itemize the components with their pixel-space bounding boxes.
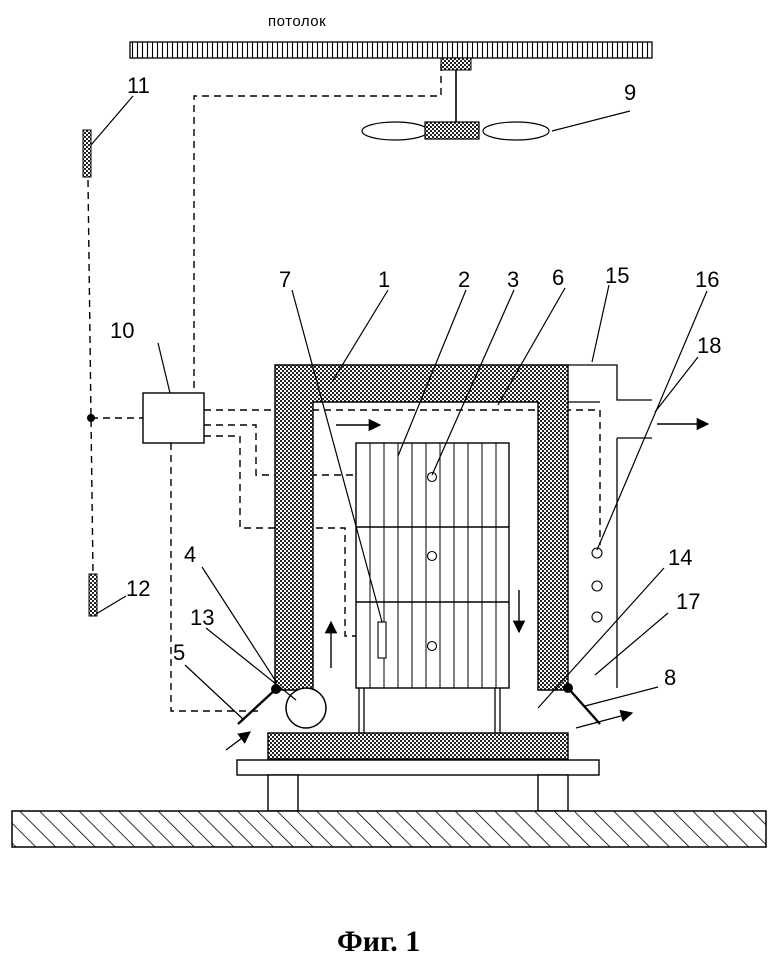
ceiling-fan: [362, 58, 549, 140]
stand-leg-left: [268, 775, 298, 811]
label-7: 7: [279, 267, 291, 292]
hive-base: [268, 733, 568, 759]
beehive: [356, 443, 509, 733]
stand-top: [237, 760, 599, 775]
junction-point: [87, 414, 95, 422]
label-14: 14: [668, 545, 692, 570]
label-8: 8: [664, 665, 676, 690]
floor: [12, 811, 766, 847]
ceiling-label: потолок: [268, 13, 326, 30]
label-11: 11: [127, 73, 150, 98]
label-15: 15: [605, 263, 629, 288]
label-10: 10: [110, 318, 134, 343]
label-12: 12: [126, 576, 150, 601]
label-3: 3: [507, 267, 519, 292]
label-2: 2: [458, 267, 470, 292]
sensor-12: [89, 574, 97, 616]
figure-caption: Фиг. 1: [337, 925, 420, 958]
label-9: 9: [624, 80, 636, 105]
label-16: 16: [695, 267, 719, 292]
exhaust-duct: [568, 365, 652, 688]
label-17: 17: [676, 589, 700, 614]
heater-element: [378, 622, 386, 658]
label-6: 6: [552, 265, 564, 290]
valve-8-flap: [568, 688, 600, 724]
stand-leg-right: [538, 775, 568, 811]
label-1: 1: [378, 267, 390, 292]
duct-sensors: [592, 548, 602, 622]
label-5: 5: [173, 640, 185, 665]
sensor-11: [83, 130, 91, 177]
label-4: 4: [184, 542, 196, 567]
ceiling: [130, 42, 652, 58]
label-13: 13: [190, 605, 214, 630]
valve-4-flap: [238, 689, 276, 724]
inlet-fan: [286, 688, 326, 728]
control-unit: [143, 393, 204, 443]
label-18: 18: [697, 333, 721, 358]
